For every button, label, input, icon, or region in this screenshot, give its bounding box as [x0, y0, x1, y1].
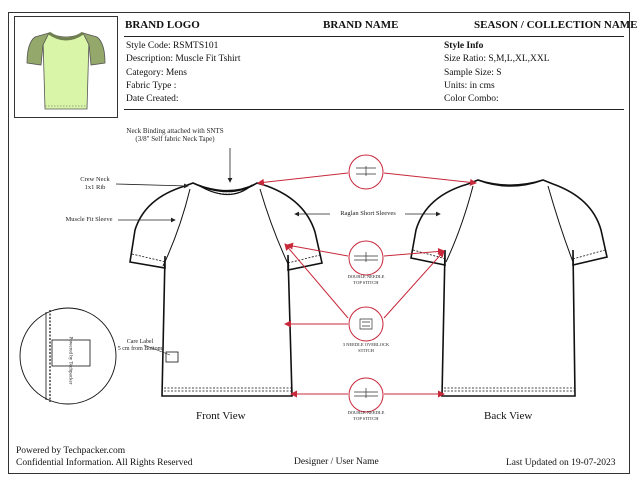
care-label-note: Care Label 5 cm from Bottom: [110, 339, 170, 353]
brand-name-label: BRAND NAME: [323, 19, 399, 31]
style-description: Description: Muscle Fit Tshirt: [126, 54, 241, 65]
season-collection-label: SEASON / COLLECTION NAME: [474, 19, 638, 31]
powered-by: Powered by Techpacker.com: [16, 446, 126, 456]
crew-neck-note: Crew Neck 1x1 Rib: [76, 176, 114, 192]
care-label-line-1: Care Label: [126, 339, 154, 345]
care-label-leader: [143, 344, 171, 356]
muscle-fit-sleeve-note: Muscle Fit Sleeve: [65, 216, 113, 223]
overlock-icon: [359, 318, 373, 330]
style-category: Category: Mens: [126, 67, 187, 78]
back-view-label: Back View: [484, 410, 533, 422]
style-info: Style Info Size Ratio: S,M,L,XL,XXL Samp…: [444, 40, 550, 106]
style-details: Style Code: RSMTS101 Description: Muscle…: [126, 40, 240, 106]
confidential-notice: Confidential Information. All Rights Res…: [16, 458, 193, 468]
style-code: Style Code: RSMTS101: [126, 41, 219, 51]
units: Units: in cms: [444, 80, 495, 91]
front-view-shirt: [129, 182, 323, 397]
overlock-note: 3 NEEDLE OVERLOCK STITCH: [340, 342, 392, 353]
raglan-sleeves-note: Raglan Short Sleeves: [340, 210, 396, 217]
overlock-line-1: 3 NEEDLE OVERLOCK: [342, 342, 390, 347]
info-divider: [124, 109, 624, 110]
crew-neck-arrow: [115, 183, 189, 189]
double-needle-line-1: DOUBLE NEEDLE: [347, 274, 385, 279]
stitch-icon: [356, 166, 376, 176]
double-needle-note: DOUBLE NEEDLE TOP STITCH: [340, 274, 392, 285]
style-fabric: Fabric Type :: [126, 80, 177, 91]
care-label-detail: [19, 307, 117, 405]
color-combo: Color Combo:: [444, 94, 499, 105]
designer-name: Designer / User Name: [294, 457, 379, 467]
sample-size: Sample Size: S: [444, 67, 502, 78]
product-thumbnail: [14, 16, 118, 118]
header-divider: [124, 36, 624, 37]
care-label-line-2: 5 cm from Bottom: [117, 346, 163, 352]
bottom-stitch-line-1: DOUBLE NEEDLE: [347, 410, 385, 415]
bottom-stitch-line-2: TOP STITCH: [353, 415, 379, 421]
back-view-shirt: [410, 179, 608, 397]
brand-logo-label: BRAND LOGO: [125, 19, 200, 31]
tshirt-thumbnail-icon: [26, 31, 106, 110]
neck-binding-line-1: Neck Binding attached with SNTS: [126, 127, 224, 135]
style-info-title: Style Info: [444, 41, 484, 51]
neck-binding-note: Neck Binding attached with SNTS (3/8" Se…: [120, 127, 230, 143]
stitch-icon-2: [354, 252, 378, 262]
overlock-line-2: STITCH: [358, 347, 374, 353]
care-label-tab: [165, 351, 179, 363]
size-ratio: Size Ratio: S,M,L,XL,XXL: [444, 54, 550, 65]
tech-pack-frame: [8, 12, 630, 474]
front-view-label: Front View: [196, 410, 246, 422]
crew-neck-line-2: 1x1 Rib: [84, 184, 106, 191]
neck-binding-line-2: (3/8" Self fabric Neck Tape): [135, 135, 215, 143]
care-tag-text: Powered by Techpacker: [67, 336, 73, 385]
stitch-icon-3: [354, 388, 378, 398]
double-needle-line-2: TOP STITCH: [353, 279, 379, 285]
crew-neck-line-1: Crew Neck: [80, 176, 110, 183]
last-updated: Last Updated on 19-07-2023: [506, 458, 616, 468]
bottom-stitch-note: DOUBLE NEEDLE TOP STITCH: [340, 410, 392, 421]
style-date: Date Created:: [126, 94, 179, 105]
